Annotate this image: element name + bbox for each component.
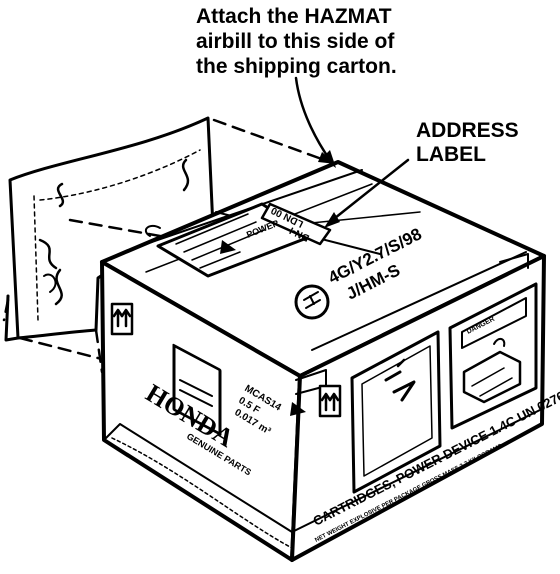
guide-arrowhead-mid xyxy=(220,240,236,254)
airbill-instruction-callout: Attach the HAZMAT airbill to this side o… xyxy=(196,4,397,79)
airbill-note-line1: Attach the HAZMAT xyxy=(196,5,392,28)
airbill-note-line3: the shipping carton. xyxy=(196,55,397,78)
this-side-up-icon xyxy=(110,302,134,336)
address-leader-line xyxy=(328,158,410,224)
guide-arrowhead-bottom xyxy=(290,402,306,416)
airbill-note-line2: airbill to this side of xyxy=(196,30,395,53)
this-side-up-icon-2 xyxy=(318,384,342,418)
un-packaging-mark xyxy=(294,284,330,320)
address-label-line2: LABEL xyxy=(416,143,486,166)
address-arrowhead xyxy=(324,212,340,228)
address-label-line1: ADDRESS xyxy=(416,119,519,142)
guide-arrowhead-top xyxy=(318,152,336,164)
airbill-leader-line xyxy=(294,76,332,162)
address-label-callout: ADDRESS LABEL xyxy=(416,119,519,167)
address-label-sticker xyxy=(156,202,332,278)
explosive-class-label xyxy=(350,330,442,494)
danger-label-panel xyxy=(448,282,538,430)
brand-panel xyxy=(172,343,222,436)
